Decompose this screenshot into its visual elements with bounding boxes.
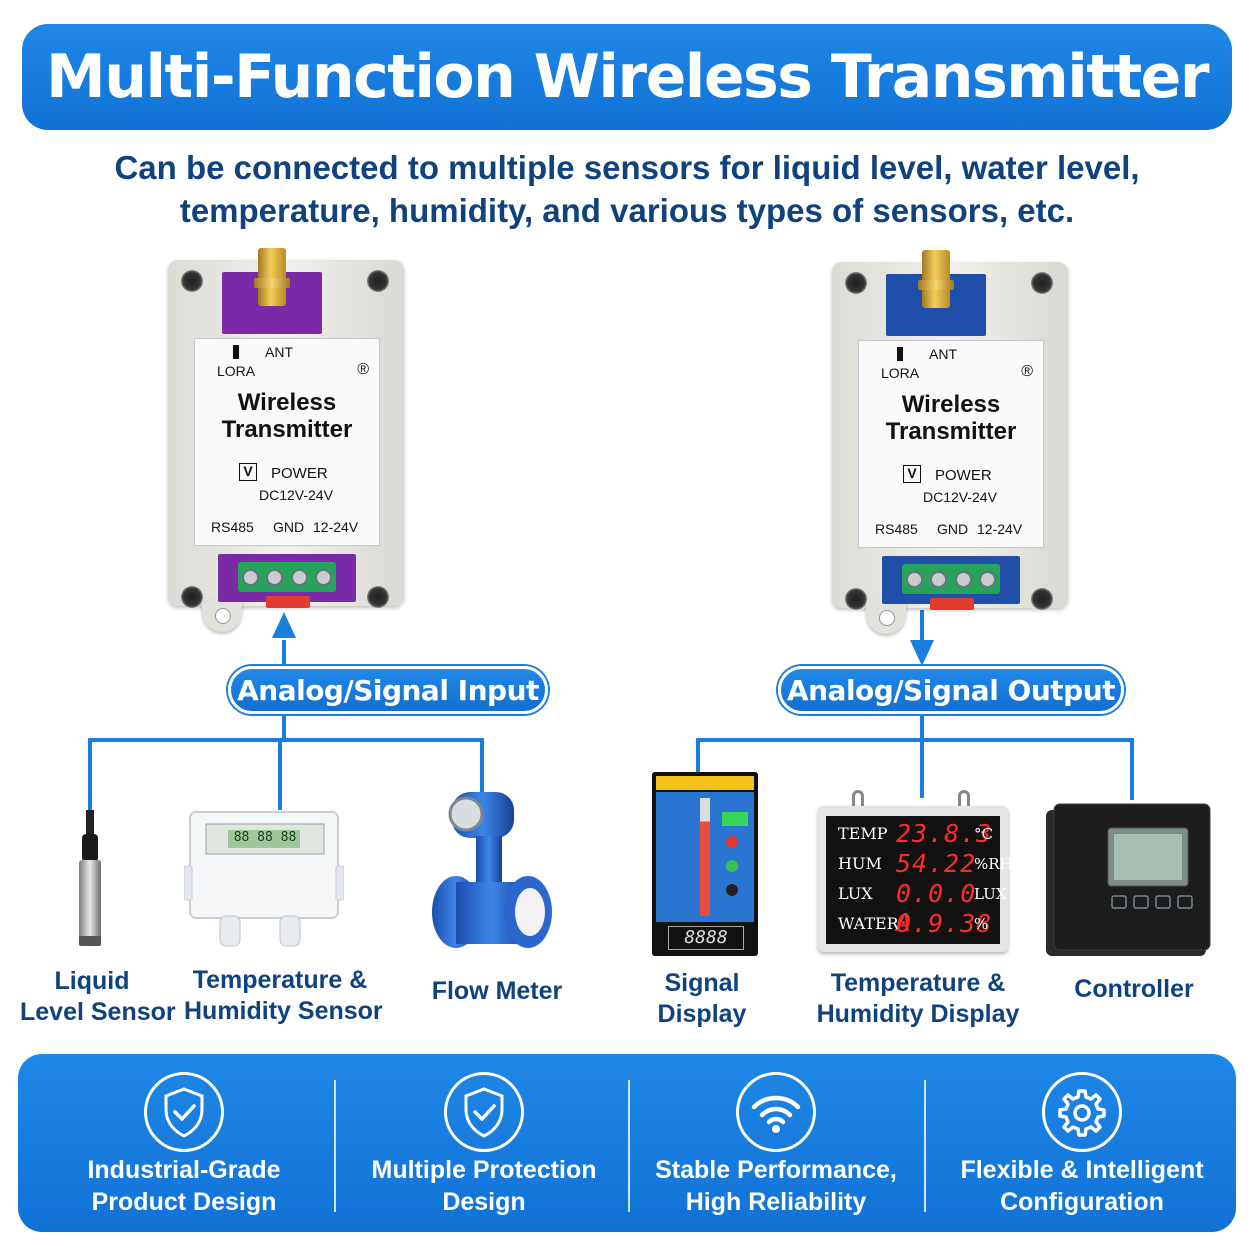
mounting-tab [202, 598, 242, 632]
device-label: ANT LORA ® Wireless Transmitter V POWER … [858, 340, 1044, 548]
label-voltage: DC12V-24V [259, 487, 333, 503]
check-icon: V [239, 463, 257, 481]
mounting-hole [367, 586, 389, 608]
caption-liquid-level-sensor: Liquid Level Sensor [20, 967, 176, 1026]
label-rs485: RS485 [875, 521, 918, 537]
signal-display-icon: 8888 [652, 772, 758, 956]
feature-icon-ring [736, 1072, 816, 1152]
feature-text: Flexible & Intelligent Configuration [960, 1156, 1204, 1216]
shield-check-icon [164, 1087, 204, 1138]
label-12-24v: 12-24V [977, 521, 1023, 537]
registered-icon: ® [1021, 363, 1033, 380]
antenna-marker-icon [233, 345, 239, 359]
red-connector [930, 598, 974, 610]
wireless-transmitter-right: ANT LORA ® Wireless Transmitter V POWER … [832, 250, 1068, 640]
subtitle: Can be connected to multiple sensors for… [0, 146, 1254, 232]
green-led-icon [726, 860, 738, 872]
feature-icon-ring [1042, 1072, 1122, 1152]
subtitle-line-2: temperature, humidity, and various types… [179, 192, 1075, 229]
label-power: POWER [935, 467, 992, 484]
signal-display-header [656, 776, 754, 790]
red-connector [266, 596, 310, 608]
caption-temperature-humidity-display: Temperature & Humidity Display [816, 969, 1020, 1028]
feature-multiple-protection: Multiple Protection Design [334, 1054, 634, 1232]
antenna-connector [254, 248, 290, 306]
mounting-hole [181, 270, 203, 292]
page-title: Multi-Function Wireless Transmitter [46, 42, 1209, 112]
sensor-lcd-readout: 88 88 88 [233, 830, 297, 845]
title-banner: Multi-Function Wireless Transmitter [22, 24, 1232, 130]
button-icon [726, 884, 738, 896]
red-led-icon [726, 836, 738, 848]
green-indicator [722, 812, 748, 826]
caption-controller: Controller [1074, 975, 1194, 1003]
mounting-hole [1031, 588, 1053, 610]
feature-industrial-grade: Industrial-Grade Product Design [34, 1054, 334, 1232]
feature-divider [628, 1080, 630, 1212]
feature-text: Multiple Protection Design [371, 1156, 597, 1216]
mounting-hole [1031, 272, 1053, 294]
caption-flow-meter: Flow Meter [431, 977, 563, 1005]
mounting-hole [181, 586, 203, 608]
wireless-transmitter-left: ANT LORA ® Wireless Transmitter V POWER … [168, 248, 404, 638]
mounting-hole [845, 272, 867, 294]
level-bar [700, 798, 710, 916]
output-pill: Analog/Signal Output [778, 666, 1124, 714]
liquid-level-sensor-icon [79, 810, 101, 946]
controller-icon [1046, 803, 1211, 956]
label-rs485: RS485 [211, 519, 254, 535]
th-row: TEMP 23.8.3 °C [838, 819, 993, 848]
flow-meter-icon [432, 792, 552, 948]
label-power: POWER [271, 465, 328, 482]
check-icon: V [903, 465, 921, 483]
th-display-screen: TEMP 23.8.3 °C HUM 54.22 %RH LUX 0.0.0 A… [826, 816, 1013, 944]
feature-divider [924, 1080, 926, 1212]
antenna-marker-icon [897, 347, 903, 361]
hanging-hook [852, 790, 864, 806]
gear-icon [1058, 1089, 1106, 1137]
screw-terminal [902, 564, 1000, 594]
th-row: LUX 0.0.0 A LUX [838, 879, 1007, 937]
feature-flexible-intelligent: Flexible & Intelligent Configuration [932, 1054, 1232, 1232]
screw-terminal [238, 562, 336, 592]
label-ant: ANT [265, 344, 293, 360]
input-pill: Analog/Signal Input [228, 666, 548, 714]
feature-icon-ring [444, 1072, 524, 1152]
th-display-icon: TEMP 23.8.3 °C HUM 54.22 %RH LUX 0.0.0 A… [818, 806, 1013, 952]
device-name: Wireless Transmitter [221, 389, 353, 443]
th-row: WATER 0.9.38 % [838, 909, 993, 938]
mounting-hole [845, 588, 867, 610]
signal-display-digits: 8888 [668, 926, 744, 950]
feature-icon-ring [144, 1072, 224, 1152]
temperature-humidity-sensor-icon [184, 811, 344, 947]
mounting-tab [866, 600, 906, 634]
hanging-hook [958, 790, 970, 806]
feature-text: Industrial-Grade Product Design [87, 1156, 281, 1216]
registered-icon: ® [357, 361, 369, 378]
label-voltage: DC12V-24V [923, 489, 997, 505]
label-gnd: GND [273, 519, 305, 535]
th-row: HUM 54.22 %RH [838, 849, 1013, 878]
label-lora: LORA [881, 365, 920, 381]
subtitle-line-1: Can be connected to multiple sensors for… [114, 149, 1140, 186]
mounting-hole [367, 270, 389, 292]
label-gnd: GND [937, 521, 969, 537]
label-12-24v: 12-24V [313, 519, 359, 535]
caption-signal-display: Signal Display [657, 969, 747, 1028]
antenna-connector [918, 250, 954, 308]
wifi-icon [751, 1095, 801, 1133]
feature-text: Stable Performance, High Reliability [655, 1156, 897, 1216]
shield-check-icon [464, 1087, 504, 1138]
feature-divider [334, 1080, 336, 1212]
label-ant: ANT [929, 346, 957, 362]
device-label: ANT LORA ® Wireless Transmitter V POWER … [194, 338, 380, 546]
label-lora: LORA [217, 363, 256, 379]
feature-stable-performance: Stable Performance, High Reliability [626, 1054, 926, 1232]
caption-temperature-humidity-sensor: Temperature & Humidity Sensor [184, 966, 383, 1025]
device-name: Wireless Transmitter [885, 391, 1017, 445]
features-band: Industrial-Grade Product Design Multiple… [18, 1054, 1236, 1232]
